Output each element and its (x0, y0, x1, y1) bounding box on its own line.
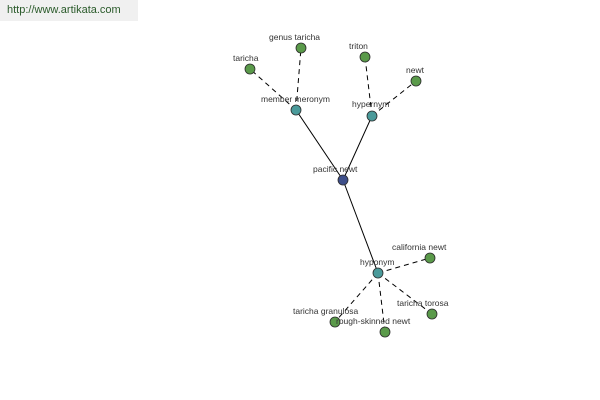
node-label-taricha: taricha (233, 53, 259, 63)
node-label-hypernym: hypernym (352, 99, 389, 109)
node-rough-skinned-newt[interactable] (379, 326, 391, 338)
labels-layer: pacific newt member meronym hypernym hypony… (233, 32, 449, 326)
edge-hyponym-to-rough-skinned-newt (377, 272, 386, 333)
url-banner[interactable]: http://www.artikata.com (0, 0, 138, 21)
nodes-layer (244, 42, 438, 338)
node-california-newt[interactable] (424, 252, 436, 264)
node-taricha-granulosa[interactable] (329, 316, 341, 328)
node-triton[interactable] (359, 51, 371, 63)
edges-layer (249, 47, 433, 333)
node-member-meronym[interactable] (290, 104, 302, 116)
edge-center-to-member-meronym (295, 109, 344, 181)
node-label-center: pacific newt (313, 164, 358, 174)
edge-center-to-hyponym (342, 179, 379, 274)
node-hypernym[interactable] (366, 110, 378, 122)
node-label-taricha-torosa: taricha torosa (397, 298, 449, 308)
node-label-member-meronym: member meronym (261, 94, 330, 104)
node-label-california-newt: california newt (392, 242, 447, 252)
edge-hyponym-to-california-newt (377, 257, 431, 274)
node-label-taricha-granulosa: taricha granulosa (293, 306, 358, 316)
edge-hyponym-to-taricha-torosa (377, 272, 433, 315)
node-taricha-torosa[interactable] (426, 308, 438, 320)
edge-hypernym-to-triton (364, 56, 373, 117)
node-genus-taricha[interactable] (295, 42, 307, 54)
edge-member-meronym-to-genus-taricha (295, 47, 302, 111)
edge-center-to-hypernym (342, 115, 373, 181)
node-label-hyponym: hyponym (360, 257, 395, 267)
node-newt[interactable] (410, 75, 422, 87)
edge-hypernym-to-newt (371, 80, 417, 117)
node-label-genus-taricha: genus taricha (269, 32, 320, 42)
node-taricha[interactable] (244, 63, 256, 75)
node-center[interactable] (337, 174, 349, 186)
node-label-rough-skinned-newt: rough-skinned newt (336, 316, 411, 326)
edge-hyponym-to-taricha-granulosa (334, 272, 379, 323)
node-label-newt: newt (406, 65, 425, 75)
node-label-triton: triton (349, 41, 368, 51)
node-hyponym[interactable] (372, 267, 384, 279)
edge-member-meronym-to-taricha (249, 68, 297, 111)
